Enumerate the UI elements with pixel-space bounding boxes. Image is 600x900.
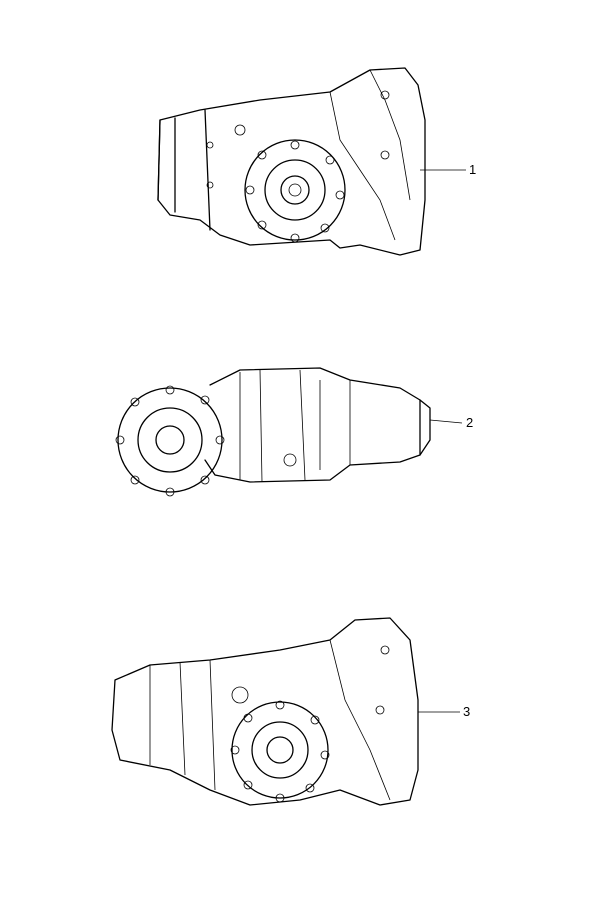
callout-number-2: 2 [466, 415, 474, 430]
transmission-3-drawing [111, 617, 419, 806]
transmission-1-drawing [157, 67, 426, 256]
callout-number-3: 3 [463, 704, 471, 719]
callout-number-1: 1 [469, 162, 477, 177]
transmission-2-drawing [115, 367, 463, 497]
